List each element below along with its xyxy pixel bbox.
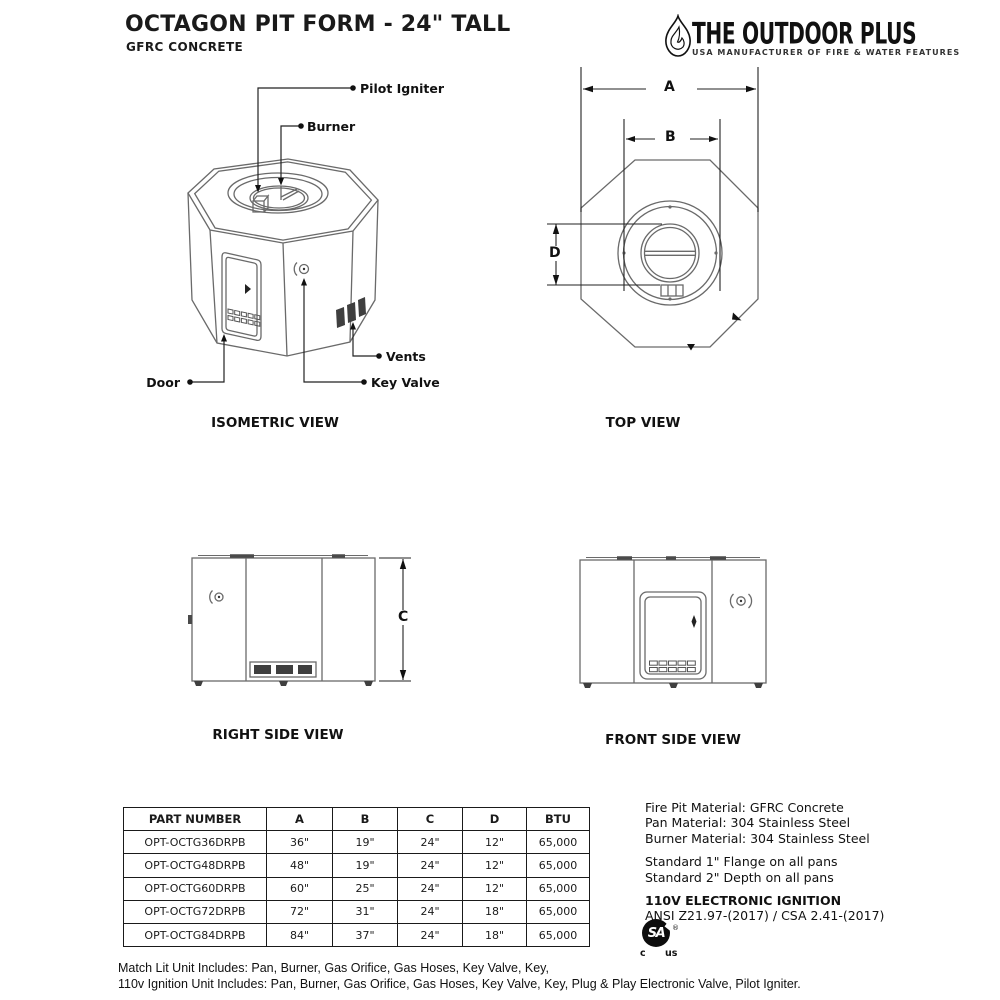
right-side-drawing	[188, 554, 376, 686]
page-subtitle: GFRC CONCRETE	[126, 40, 244, 54]
label-key-valve: Key Valve	[371, 375, 440, 390]
dimension-label-c: C	[395, 610, 412, 625]
label-door: Door	[146, 375, 180, 390]
table-row: OPT-OCTG84DRPB 84" 37" 24" 18" 65,000	[123, 922, 590, 948]
top-view-dimensions	[547, 67, 759, 351]
spec-depth: Standard 2" Depth on all pans	[645, 869, 834, 885]
isometric-leaders	[187, 85, 382, 385]
flame-icon	[665, 14, 691, 57]
cell-btu: 65,000	[526, 876, 590, 901]
cell-b: 25"	[332, 876, 398, 901]
label-burner: Burner	[307, 119, 356, 134]
cell-a: 84"	[266, 922, 333, 948]
label-vents: Vents	[386, 349, 426, 364]
dimension-label-a: A	[661, 80, 678, 95]
cell-part-number: OPT-OCTG60DRPB	[123, 876, 267, 901]
front-side-drawing	[579, 556, 767, 688]
cell-part-number: OPT-OCTG72DRPB	[123, 899, 267, 924]
caption-front-side-view: FRONT SIDE VIEW	[605, 732, 741, 748]
cell-d: 18"	[462, 922, 527, 948]
table-header-row: PART NUMBER A B C D BTU	[123, 806, 590, 832]
registered-symbol: ®	[672, 924, 679, 932]
col-header-c: C	[397, 806, 463, 832]
csa-certification-mark: SA ® c us	[640, 917, 692, 959]
caption-top-view: TOP VIEW	[605, 415, 681, 431]
cell-c: 24"	[397, 899, 463, 924]
spec-flange: Standard 1" Flange on all pans	[645, 854, 838, 870]
cell-btu: 65,000	[526, 899, 590, 924]
brand-name: THE OUTDOOR PLUS	[692, 16, 917, 51]
spec-ignition-title: 110V ELECTRONIC IGNITION	[645, 893, 842, 909]
cell-b: 37"	[332, 922, 398, 948]
cell-a: 36"	[266, 830, 333, 855]
cell-c: 24"	[397, 876, 463, 901]
spec-ignition-cert: ANSI Z21.97-(2017) / CSA 2.41-(2017)	[645, 908, 885, 924]
col-header-d: D	[462, 806, 527, 832]
cell-d: 12"	[462, 853, 527, 878]
top-view-drawing	[580, 159, 759, 348]
cell-c: 24"	[397, 853, 463, 878]
footer-ignition-unit-note: 110v Ignition Unit Includes: Pan, Burner…	[118, 977, 801, 991]
caption-right-side-view: RIGHT SIDE VIEW	[212, 727, 344, 743]
cell-b: 19"	[332, 853, 398, 878]
cell-d: 18"	[462, 899, 527, 924]
cell-c: 24"	[397, 922, 463, 948]
col-header-part-number: PART NUMBER	[123, 806, 267, 832]
specs-block: Fire Pit Material: GFRC Concrete Pan Mat…	[645, 800, 884, 924]
spec-burner-material: Burner Material: 304 Stainless Steel	[645, 830, 870, 846]
cell-part-number: OPT-OCTG36DRPB	[123, 830, 267, 855]
dimension-label-d: D	[546, 246, 564, 261]
footer-match-lit-note: Match Lit Unit Includes: Pan, Burner, Ga…	[118, 961, 549, 975]
isometric-drawing	[187, 158, 379, 357]
cell-btu: 65,000	[526, 922, 590, 948]
cell-b: 31"	[332, 899, 398, 924]
csa-monogram: SA	[647, 925, 666, 941]
col-header-a: A	[266, 806, 333, 832]
cell-d: 12"	[462, 830, 527, 855]
cell-btu: 65,000	[526, 853, 590, 878]
col-header-btu: BTU	[526, 806, 590, 832]
cell-a: 60"	[266, 876, 333, 901]
cell-a: 72"	[266, 899, 333, 924]
spec-fire-pit-material: Fire Pit Material: GFRC Concrete	[645, 800, 844, 815]
label-pilot-igniter: Pilot Igniter	[360, 81, 445, 96]
table-row: OPT-OCTG72DRPB 72" 31" 24" 18" 65,000	[123, 899, 590, 924]
cell-a: 48"	[266, 853, 333, 878]
cell-part-number: OPT-OCTG84DRPB	[123, 922, 267, 948]
col-header-b: B	[332, 806, 398, 832]
page-title: OCTAGON PIT FORM - 24" TALL	[125, 12, 511, 37]
cell-b: 19"	[332, 830, 398, 855]
table-row: OPT-OCTG60DRPB 60" 25" 24" 12" 65,000	[123, 876, 590, 901]
table-row: OPT-OCTG48DRPB 48" 19" 24" 12" 65,000	[123, 853, 590, 878]
cell-c: 24"	[397, 830, 463, 855]
parts-table: PART NUMBER A B C D BTU OPT-OCTG36DRPB 3…	[123, 806, 590, 948]
caption-isometric-view: ISOMETRIC VIEW	[211, 415, 339, 431]
cell-d: 12"	[462, 876, 527, 901]
cell-part-number: OPT-OCTG48DRPB	[123, 853, 267, 878]
csa-c-mark: c	[640, 948, 646, 959]
brand-tagline: USA MANUFACTURER OF FIRE & WATER FEATURE…	[692, 48, 961, 57]
csa-us-mark: us	[665, 948, 678, 959]
table-row: OPT-OCTG36DRPB 36" 19" 24" 12" 65,000	[123, 830, 590, 855]
cell-btu: 65,000	[526, 830, 590, 855]
spec-pan-material: Pan Material: 304 Stainless Steel	[645, 815, 851, 831]
dimension-label-b: B	[662, 130, 679, 145]
